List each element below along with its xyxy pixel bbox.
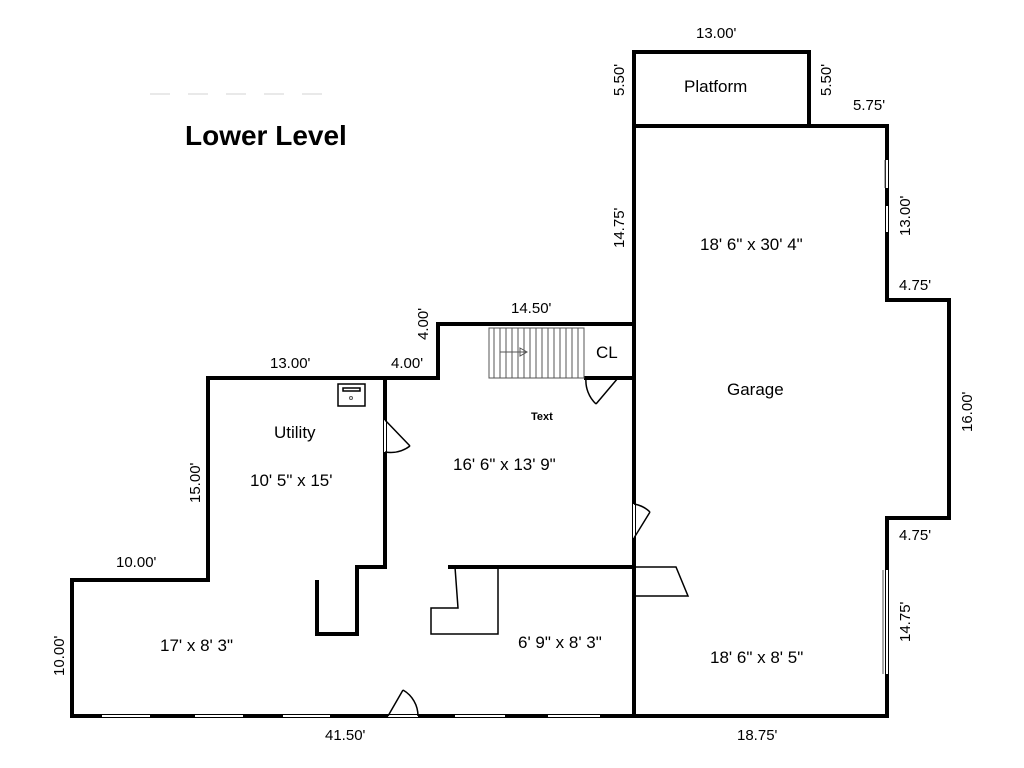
left-room-size: 17' x 8' 3"	[160, 636, 233, 655]
dim-utility-left: 15.00'	[187, 462, 204, 503]
utility-bottom-wall	[315, 565, 387, 636]
dim-garage-top-right: 5.75'	[853, 97, 885, 114]
center-room-size: 6' 9" x 8' 3"	[518, 633, 602, 652]
garage-step	[634, 566, 690, 597]
garage-upper-size: 18' 6" x 30' 4"	[700, 235, 803, 254]
utility-door	[384, 419, 411, 454]
sink	[337, 383, 366, 407]
dim-left-top: 10.00'	[116, 554, 157, 571]
page-title: Lower Level	[185, 120, 347, 151]
closet-label: CL	[596, 343, 618, 362]
dim-platform-right: 5.50'	[818, 64, 835, 96]
dim-stair-left: 4.00'	[415, 308, 432, 340]
dim-bump-top: 4.75'	[899, 277, 931, 294]
doors	[384, 377, 651, 717]
main-room-size: 16' 6" x 13' 9"	[453, 455, 556, 474]
garage-door	[633, 503, 651, 539]
closet-door	[585, 377, 619, 405]
dim-bump-right: 16.00'	[959, 391, 976, 432]
text-label: Text	[531, 411, 553, 423]
windows	[102, 160, 888, 717]
dim-garage-right-lower: 14.75'	[897, 601, 914, 642]
walls	[70, 50, 951, 718]
stair-arrow-head	[519, 347, 529, 357]
fixtures	[337, 383, 690, 635]
garage-label: Garage	[727, 380, 784, 399]
sink-drain	[349, 396, 353, 400]
sink-faucet	[342, 387, 361, 392]
garage-lower-size: 18' 6" x 8' 5"	[710, 648, 803, 667]
utility-size: 10' 5" x 15'	[250, 471, 332, 490]
dim-left-side: 10.00'	[51, 635, 68, 676]
front-door	[387, 689, 419, 717]
labels: Lower Level Platform 18' 6" x 30' 4" Gar…	[51, 25, 976, 744]
dim-stair-top: 14.50'	[511, 300, 552, 317]
platform-label: Platform	[684, 77, 747, 96]
stairs	[488, 327, 585, 379]
dim-utility-top: 13.00'	[270, 355, 311, 372]
dim-platform-top: 13.00'	[696, 25, 737, 42]
utility-label: Utility	[274, 423, 316, 442]
dim-garage-left-upper: 14.75'	[611, 207, 628, 248]
dim-bottom-left: 41.50'	[325, 727, 366, 744]
dim-bump-bottom: 4.75'	[899, 527, 931, 544]
lower-stair-landing	[430, 566, 499, 635]
exterior-walls	[70, 124, 951, 718]
dim-step-top: 4.00'	[391, 355, 423, 372]
dim-garage-right-upper: 13.00'	[897, 195, 914, 236]
stair-treads	[493, 328, 579, 378]
dim-bottom-right: 18.75'	[737, 727, 778, 744]
dim-platform-left: 5.50'	[611, 64, 628, 96]
